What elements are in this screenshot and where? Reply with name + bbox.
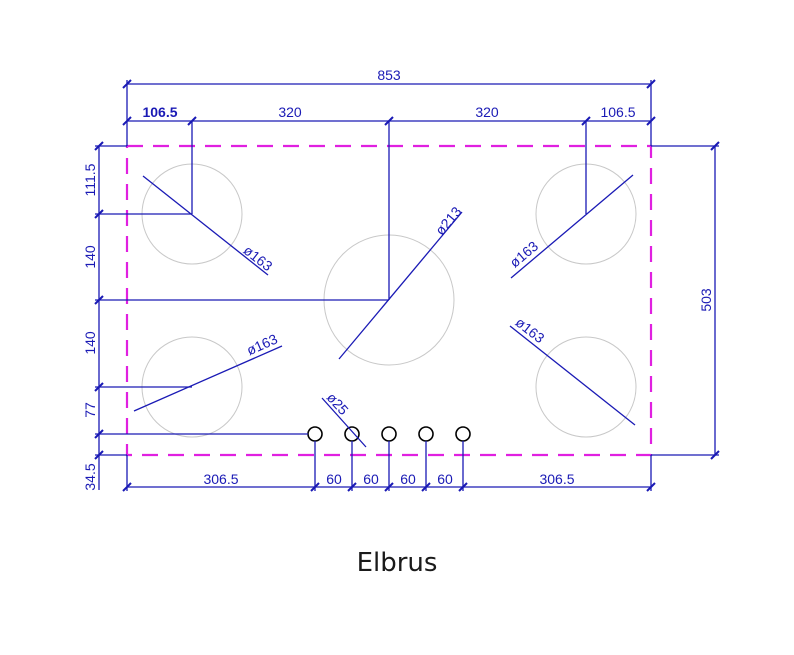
knob-3	[381, 426, 397, 442]
burner-bottom-right	[535, 336, 637, 438]
dimension-lines	[95, 80, 719, 491]
dim-left-77: 77	[82, 402, 98, 418]
dia-top-left: ø163	[241, 242, 276, 274]
dim-bottom-gap-1: 60	[326, 471, 342, 487]
dim-top-left-offset: 106.5	[142, 104, 177, 120]
knob-2	[344, 426, 360, 442]
hob-drawing: 853 106.5 320 320 106.5 111.5 140 140 77…	[82, 67, 720, 492]
dim-left-140-top: 140	[82, 245, 98, 269]
dim-right-height: 503	[698, 288, 714, 312]
knob-4	[418, 426, 434, 442]
dim-bottom-gap-3: 60	[400, 471, 416, 487]
dim-bottom-gap-4: 60	[437, 471, 453, 487]
dim-bottom-gap-2: 60	[363, 471, 379, 487]
dia-knob: ø25	[324, 389, 352, 418]
dim-left-34: 34.5	[82, 463, 98, 490]
dim-left-111: 111.5	[82, 163, 98, 196]
dim-bottom-left: 306.5	[203, 471, 238, 487]
dim-overall-width: 853	[377, 67, 401, 83]
dimension-ticks	[94, 79, 720, 492]
dim-bottom-right: 306.5	[539, 471, 574, 487]
knob-5	[455, 426, 471, 442]
dia-top-right: ø163	[506, 238, 541, 271]
dim-top-right-offset: 106.5	[600, 104, 635, 120]
dim-left-140-bottom: 140	[82, 331, 98, 355]
dim-top-span-right: 320	[475, 104, 499, 120]
dim-top-span-left: 320	[278, 104, 302, 120]
knob-1	[307, 426, 323, 442]
product-name: Elbrus	[356, 548, 438, 578]
dia-center: ø213	[432, 203, 465, 238]
